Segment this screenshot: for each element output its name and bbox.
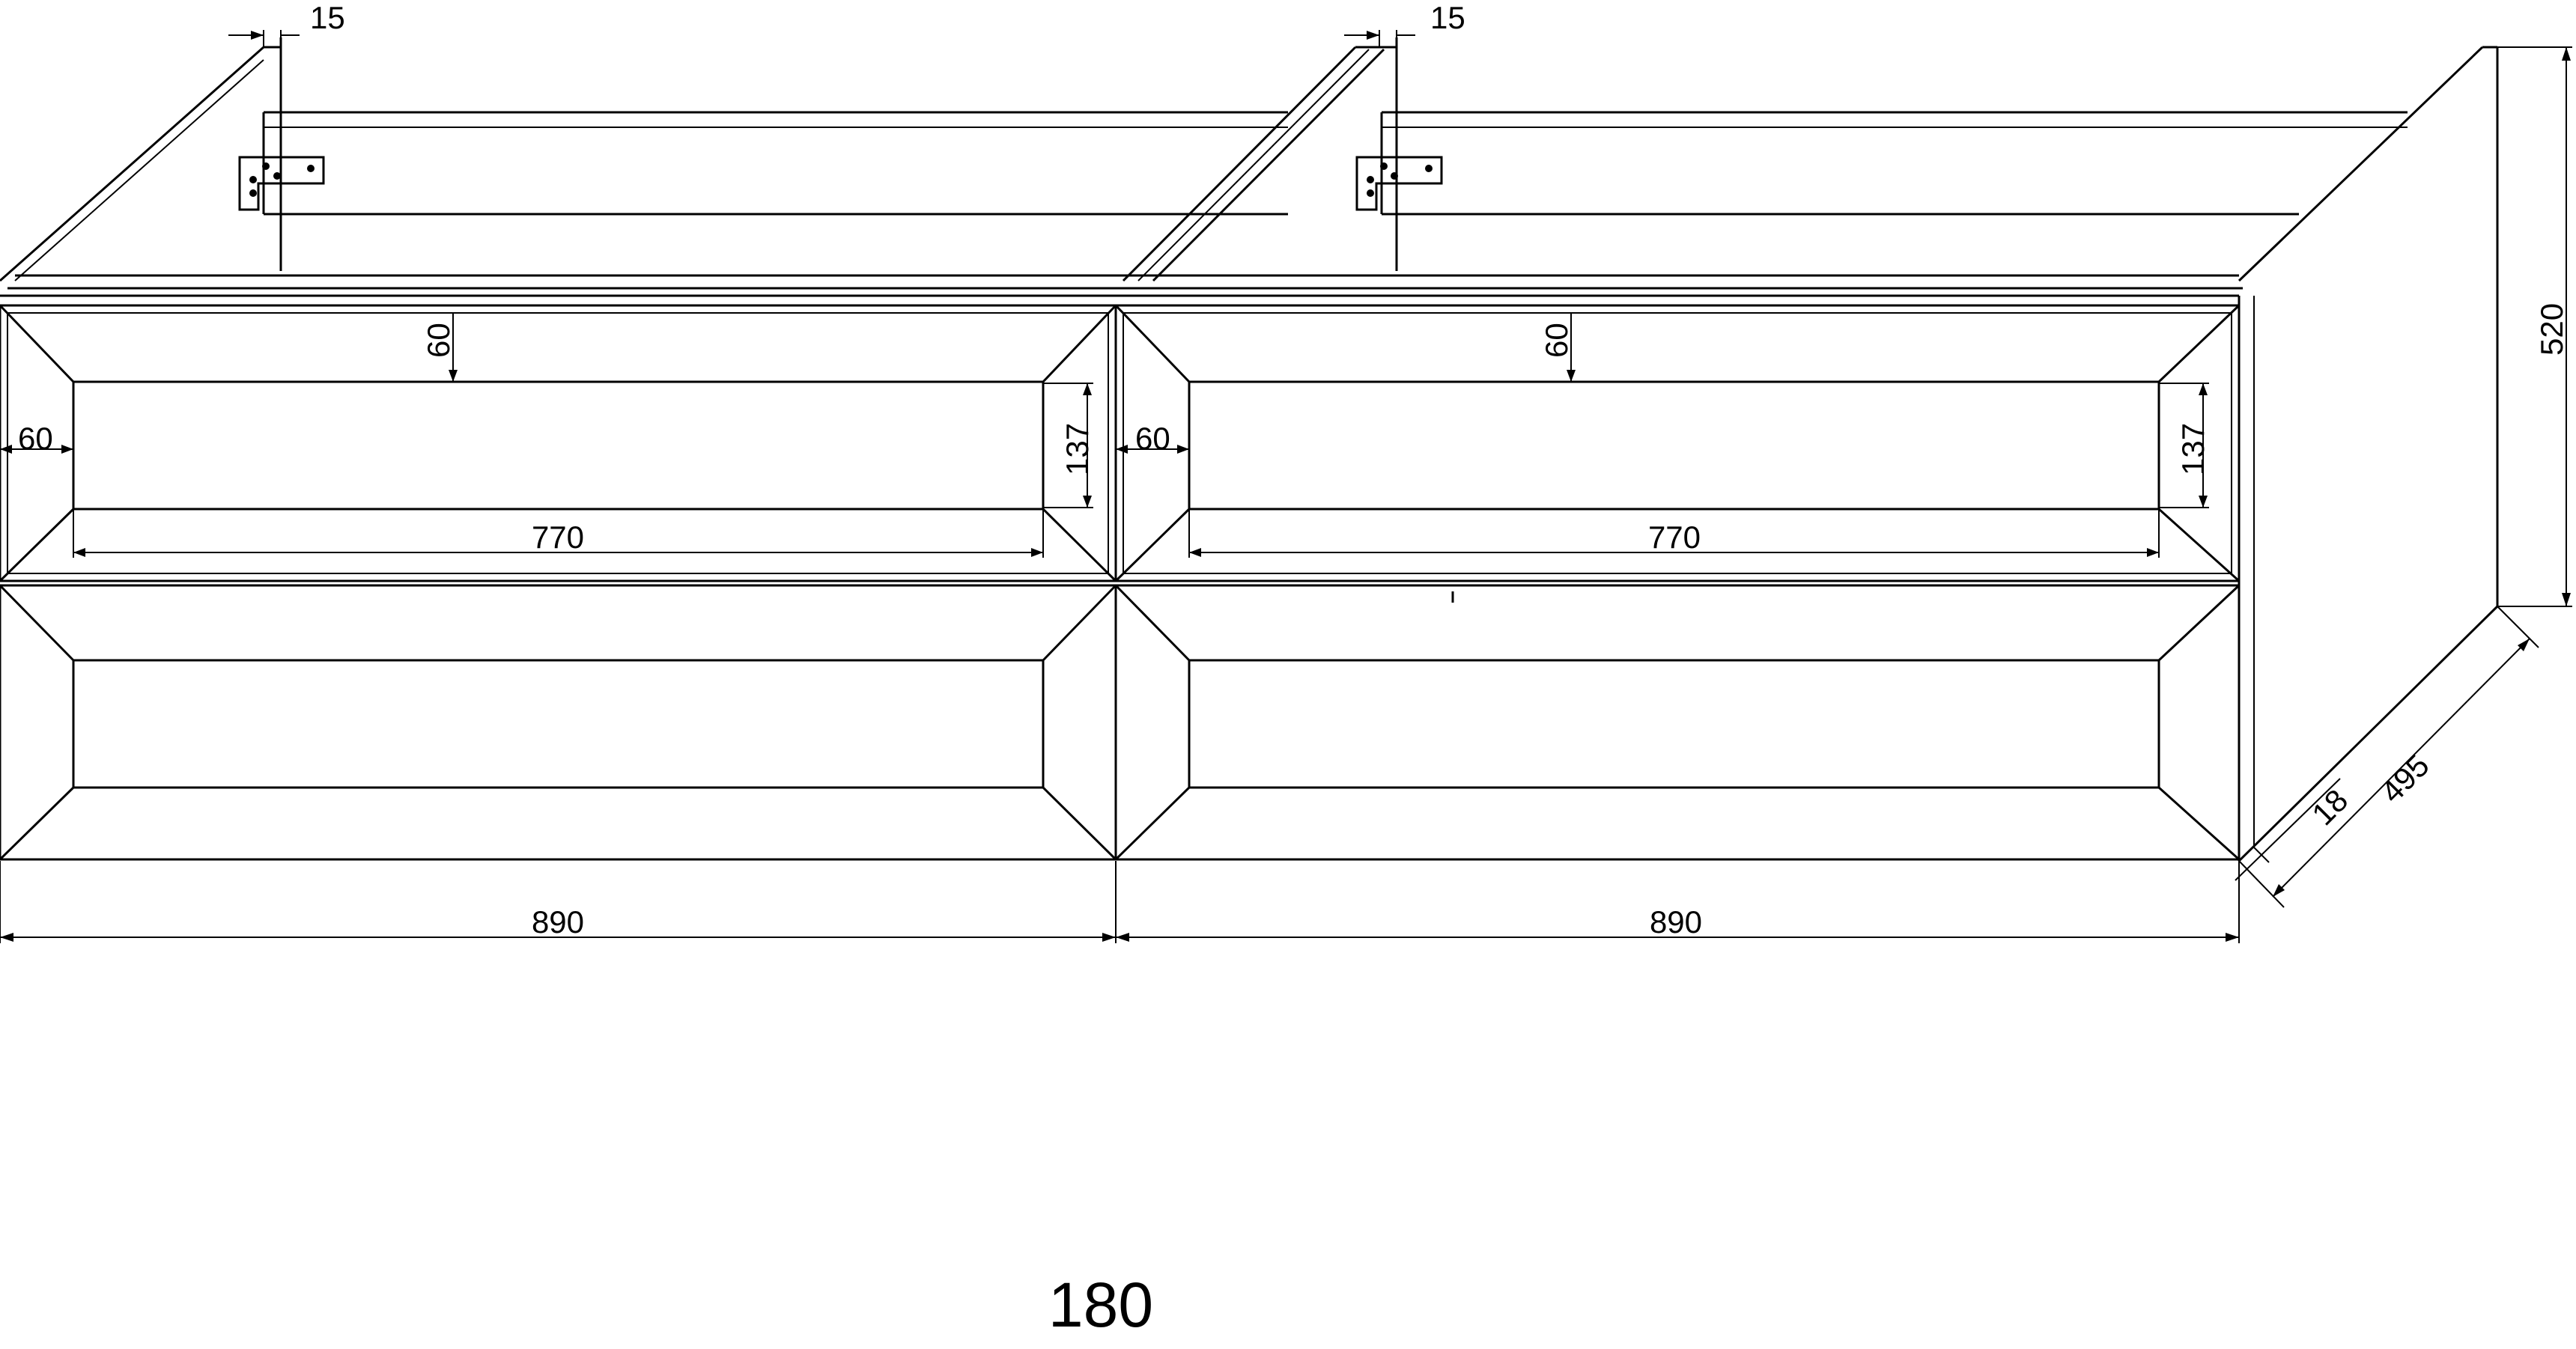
dim-depth: 495 (2238, 606, 2539, 908)
drawer-front-top-right (1114, 304, 2241, 582)
dim-text-890-left: 890 (532, 904, 584, 940)
dim-front-thickness: 18 (2235, 778, 2354, 881)
dim-text-770-left: 770 (532, 520, 584, 555)
dim-frame-side-right: 60 (1116, 421, 1189, 456)
dim-frame-top-right: 60 (1539, 313, 1576, 382)
dim-text-60-side-right: 60 (1135, 421, 1170, 456)
dim-text-137-right: 137 (2175, 423, 2211, 475)
dim-panel-width-left: 770 (73, 509, 1044, 558)
mounting-bracket-right (1355, 156, 1443, 211)
dim-text-495: 495 (2374, 748, 2436, 810)
dim-text-137-left: 137 (1060, 423, 1095, 475)
mounting-bracket-left (238, 156, 325, 211)
drawer-front-bottom-right (1114, 584, 2241, 861)
dim-panel-height-right: 137 (2159, 383, 2211, 508)
dim-text-770-right: 770 (1648, 520, 1701, 555)
dim-frame-top-left: 60 (421, 313, 458, 382)
drawer-front-bottom-left (0, 584, 1117, 861)
dim-side-thickness-right: 15 (1344, 0, 1465, 47)
dim-text-60-side-left: 60 (18, 421, 53, 456)
dim-text-15-left: 15 (310, 0, 345, 35)
carcass-outline (0, 37, 2499, 862)
dim-text-520: 520 (2534, 303, 2569, 356)
dim-panel-width-right: 770 (1188, 509, 2160, 558)
dim-frame-side-left: 60 (0, 421, 73, 456)
dim-text-60-top-left: 60 (421, 323, 456, 358)
dim-text-60-top-right: 60 (1539, 323, 1574, 358)
dim-total-height: 520 (2497, 46, 2572, 607)
dim-text-890-right: 890 (1650, 904, 1702, 940)
model-size-label: 180 (1048, 1270, 1153, 1340)
dim-module-width: 890 890 (0, 861, 2240, 943)
dim-text-15-right: 15 (1430, 0, 1465, 35)
dim-panel-height-left: 137 (1043, 383, 1095, 508)
dim-side-thickness-left: 15 (228, 0, 345, 47)
